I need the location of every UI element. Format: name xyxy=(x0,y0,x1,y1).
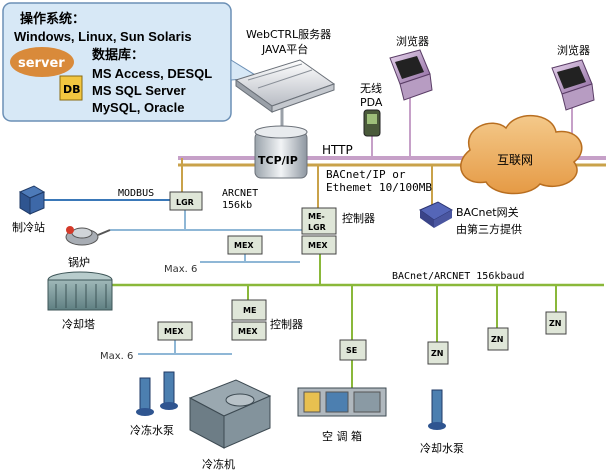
mex-module-3-label: MEX xyxy=(164,327,184,336)
db-list-3: MySQL, Oracle xyxy=(92,100,184,115)
http-label: HTTP xyxy=(322,143,353,157)
mex-module-3: MEX xyxy=(157,321,193,341)
zn-module-2: ZN xyxy=(487,327,509,351)
db-list-2: MS SQL Server xyxy=(92,83,186,98)
webctrl-server-label: WebCTRL服务器 xyxy=(246,28,331,41)
arcnet-label-1: ARCNET xyxy=(222,188,258,199)
max6-label-1: Max. 6 xyxy=(164,264,197,275)
boiler xyxy=(65,226,111,246)
mex-module-2-label: MEX xyxy=(308,241,328,250)
pda-label-2: PDA xyxy=(360,96,383,109)
bacnet-gateway xyxy=(418,201,454,228)
zn-module-1: ZN xyxy=(427,341,449,365)
bacnet-gateway-label-2: 由第三方提供 xyxy=(456,222,522,236)
tcpip-label: TCP/IP xyxy=(258,154,298,167)
ahu xyxy=(297,387,387,417)
cooling-tower xyxy=(47,271,113,311)
bacnet-ip-label-1: BACnet/IP or xyxy=(326,168,406,181)
boiler-label: 锅炉 xyxy=(68,256,90,269)
mex-module-2: MEX xyxy=(301,235,337,255)
webctrl-server: WebCTRL服务器 JAVA平台 xyxy=(234,28,336,113)
internet-label: 互联网 xyxy=(497,153,533,167)
me-module-label: ME xyxy=(243,306,256,315)
os-list: Windows, Linux, Sun Solaris xyxy=(14,29,192,44)
bacnet-ip-label-2: Ethemet 10/100MB xyxy=(326,181,432,194)
java-platform-label: JAVA平台 xyxy=(261,42,308,56)
wireless-pda: 无线 PDA xyxy=(360,81,383,137)
chilled-water-pumps xyxy=(136,371,178,416)
info-box: 操作系统： Windows, Linux, Sun Solaris server… xyxy=(2,2,262,122)
os-title: 操作系统： xyxy=(20,11,85,26)
me-lgr-label-a: ME- xyxy=(308,212,325,221)
server-badge xyxy=(10,47,74,77)
se-module: SE xyxy=(339,339,367,361)
se-module-label: SE xyxy=(346,346,357,355)
zn-module-3-label: ZN xyxy=(549,319,562,328)
browser-1: 浏览器 xyxy=(389,34,433,101)
db-title: 数据库： xyxy=(92,47,144,62)
server-badge-label: server xyxy=(18,56,65,71)
bacnet-arcnet-label: BACnet/ARCNET 156kbaud xyxy=(392,271,524,282)
zn-module-2-label: ZN xyxy=(491,335,504,344)
mex-module-1: MEX xyxy=(227,235,263,255)
mex-module-4: MEX xyxy=(231,321,267,341)
internet-cloud: 互联网 xyxy=(460,114,583,195)
zn-module-1-label: ZN xyxy=(431,349,444,358)
cooling-tower-label: 冷却塔 xyxy=(62,318,95,331)
chiller-label: 冷冻机 xyxy=(202,457,235,471)
controller-label-2: 控制器 xyxy=(270,317,303,331)
chiller-station-label: 制冷站 xyxy=(12,220,45,234)
chilled-pump-label: 冷冻水泵 xyxy=(130,423,174,437)
chiller-station xyxy=(18,185,46,215)
zn-module-3: ZN xyxy=(545,311,567,335)
arcnet-label-2: 156kb xyxy=(222,200,252,211)
db-list-1: MS Access, DESQL xyxy=(92,66,212,81)
db-badge xyxy=(59,75,83,101)
browser-2-label: 浏览器 xyxy=(557,43,590,57)
mex-module-4-label: MEX xyxy=(238,327,258,336)
mex-module-1-label: MEX xyxy=(234,241,254,250)
lgr-module: LGR xyxy=(169,191,203,211)
bacnet-gateway-label-1: BACnet网关 xyxy=(456,205,519,219)
me-module: ME xyxy=(231,299,267,321)
me-lgr-label-b: LGR xyxy=(308,223,326,232)
modbus-label: MODBUS xyxy=(118,188,154,199)
ahu-label: 空 调 箱 xyxy=(322,429,362,443)
browser-2: 浏览器 xyxy=(551,43,595,111)
me-lgr-module: ME- LGR xyxy=(301,207,337,235)
pda-label-1: 无线 xyxy=(360,81,382,95)
tcpip-hub: TCP/IP xyxy=(254,125,308,179)
controller-label-1: 控制器 xyxy=(342,211,375,225)
chiller xyxy=(188,379,272,449)
db-badge-label: DB xyxy=(63,83,81,96)
browser-1-label: 浏览器 xyxy=(396,34,429,48)
lgr-module-label: LGR xyxy=(176,198,194,207)
max6-label-2: Max. 6 xyxy=(100,351,133,362)
cooling-water-pump xyxy=(428,389,446,430)
cooling-pump-label: 冷却水泵 xyxy=(420,442,464,455)
